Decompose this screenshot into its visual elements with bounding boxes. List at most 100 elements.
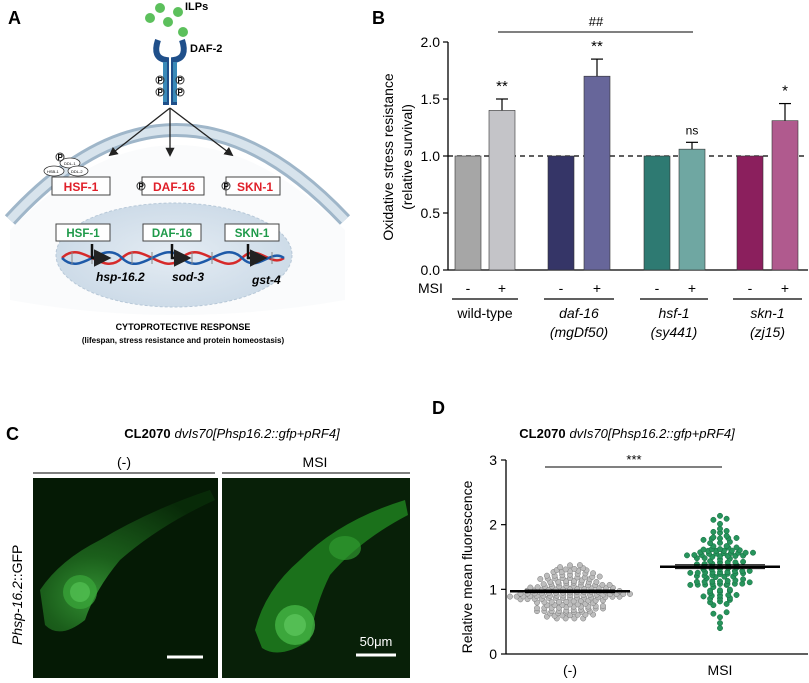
data-point <box>534 584 541 591</box>
data-point <box>570 598 577 605</box>
data-point <box>556 599 562 605</box>
data-point <box>691 552 698 559</box>
data-point <box>571 566 578 572</box>
bar <box>583 75 611 271</box>
bar-significance: ** <box>496 78 508 95</box>
data-point <box>567 612 573 619</box>
msi-sign: - <box>655 280 660 296</box>
panel-c-label: C <box>6 424 19 444</box>
data-point <box>557 564 564 571</box>
hsf1-cyto-label: HSF-1 <box>64 180 99 194</box>
hsf1-nuclear-label: HSF-1 <box>66 228 100 240</box>
msi-sign: + <box>688 280 696 296</box>
dot-category-label: (-) <box>563 662 577 678</box>
dot-y-tick-label: 0 <box>489 646 497 662</box>
panel-c-ylabel: Phsp-16.2::GFP <box>9 545 25 645</box>
bar-y-tick-label: 0.5 <box>421 205 441 221</box>
daf16-cyto-label: DAF-16 <box>153 180 195 194</box>
scale-bar-label: 50μm <box>360 634 393 649</box>
data-point <box>717 620 723 627</box>
data-point <box>717 578 723 585</box>
ilps-label: ILPs <box>185 1 208 13</box>
significance-hash: ## <box>589 14 604 29</box>
svg-text:P: P <box>139 182 145 191</box>
panel-c-right-header: MSI <box>303 454 328 470</box>
data-point <box>707 587 714 594</box>
microscope-image-control <box>33 478 218 678</box>
data-point <box>576 562 583 569</box>
data-point <box>513 593 520 600</box>
arrow-to-skn1 <box>169 107 234 157</box>
data-point <box>723 528 730 534</box>
data-point <box>700 593 707 600</box>
data-point <box>567 562 573 569</box>
gene-sod: sod-3 <box>172 270 204 284</box>
group-label: daf-16 <box>559 305 599 321</box>
data-point <box>599 582 606 588</box>
dot-y-tick-label: 2 <box>489 517 497 533</box>
data-point <box>527 584 534 591</box>
data-point <box>543 572 550 579</box>
group-label-strain: (zj15) <box>750 324 785 340</box>
data-point <box>717 587 723 594</box>
data-point <box>507 593 513 600</box>
bar-y-tick-label: 1.0 <box>421 148 441 164</box>
panel-d-significance: *** <box>626 452 641 467</box>
group-label: wild-type <box>456 305 512 321</box>
bar <box>547 155 575 271</box>
data-point <box>563 598 570 605</box>
hsf1-complex: DDL-1 HSB-1 DDL-2 P <box>43 152 89 177</box>
panel-b-ylabel-line1: Oxidative stress resistance <box>380 73 396 240</box>
data-point <box>724 578 731 584</box>
msi-sign: + <box>781 280 789 296</box>
data-point <box>723 543 730 550</box>
svg-text:P: P <box>158 76 164 85</box>
data-point <box>710 516 717 523</box>
hsf1-box <box>51 176 111 196</box>
bar-significance: ** <box>591 38 603 55</box>
data-point <box>687 581 694 588</box>
bar-chart: 0.00.51.01.52.0****ns* <box>421 34 808 278</box>
data-point <box>600 602 606 609</box>
bar <box>454 155 482 271</box>
data-point <box>548 599 555 606</box>
data-point <box>733 592 740 598</box>
microscope-image-msi <box>222 478 410 678</box>
svg-text:DDL-1: DDL-1 <box>64 161 76 166</box>
panel-b-ylabel-line2: (relative survival) <box>399 104 415 210</box>
data-point <box>590 570 597 577</box>
data-point <box>723 515 730 522</box>
data-point <box>693 578 700 585</box>
msi-sign: - <box>466 280 471 296</box>
skn1-nuclear-label: SKN-1 <box>235 228 270 240</box>
bar-significance: * <box>782 83 788 100</box>
skn1-nuclear-box <box>224 223 280 242</box>
bar <box>771 120 799 271</box>
data-point <box>726 586 733 593</box>
data-point <box>717 625 723 632</box>
panel-d-label: D <box>432 398 445 418</box>
panel-c-left-header: (-) <box>117 454 131 470</box>
bar-significance: ns <box>686 123 699 137</box>
bar-y-tick-label: 0.0 <box>421 262 441 278</box>
data-point <box>717 512 723 519</box>
data-point <box>710 534 717 541</box>
daf16-box <box>141 176 205 196</box>
data-point <box>740 576 747 583</box>
group-label: hsf-1 <box>658 305 689 321</box>
data-point <box>596 573 603 580</box>
panel-d-ylabel: Relative mean fluorescence <box>459 480 475 653</box>
daf16-nuclear-box <box>142 223 202 242</box>
dot-y-tick-label: 1 <box>489 581 497 597</box>
data-point <box>687 569 694 576</box>
bar-y-tick-label: 1.5 <box>421 91 441 107</box>
ilps-ligands <box>145 3 188 37</box>
arrow-to-hsf1 <box>108 107 171 157</box>
response-title: CYTOPROTECTIVE RESPONSE <box>116 322 251 332</box>
msi-sign: - <box>559 280 564 296</box>
data-point <box>700 546 707 553</box>
